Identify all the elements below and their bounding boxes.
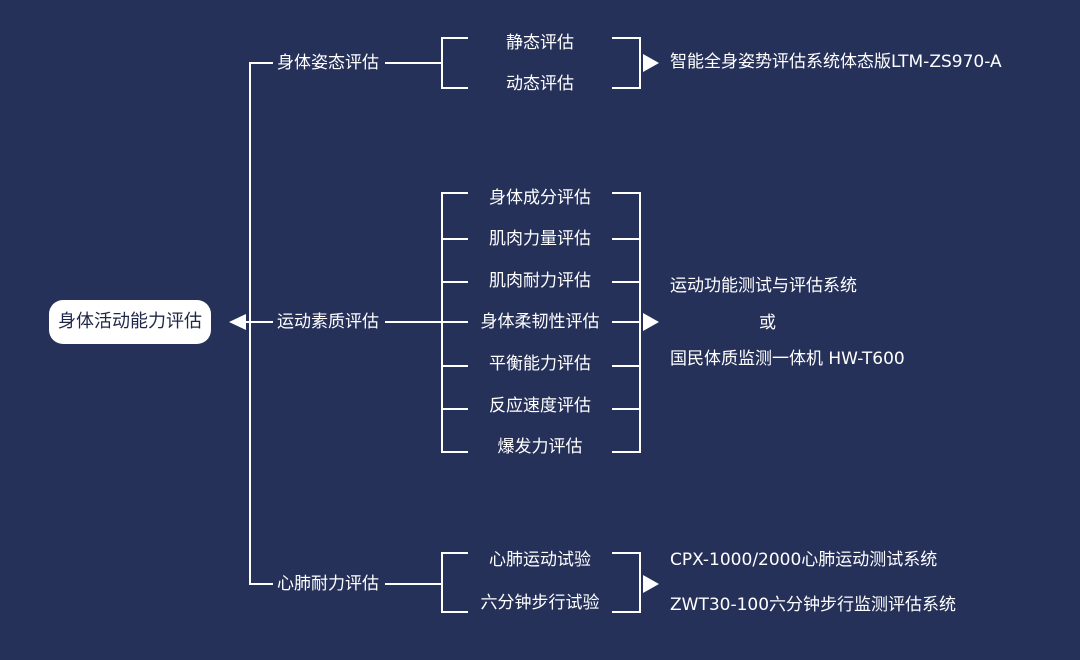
system-fitness-primary: 运动功能测试与评估系统 bbox=[670, 276, 857, 296]
root-node: 身体活动能力评估 bbox=[49, 300, 211, 344]
item-dynamic: 动态评估 bbox=[506, 74, 574, 94]
system-fitness-or: 或 bbox=[759, 313, 776, 333]
branch-label-fitness: 运动素质评估 bbox=[277, 312, 379, 332]
item-body-composition: 身体成分评估 bbox=[489, 188, 591, 208]
branch1-left-bracket bbox=[441, 37, 468, 89]
item-muscle-strength: 肌肉力量评估 bbox=[489, 229, 591, 249]
system-posture: 智能全身姿势评估系统体态版LTM-ZS970-A bbox=[670, 52, 1002, 72]
branch-label-posture: 身体姿态评估 bbox=[277, 53, 379, 73]
branch2-left-ticks bbox=[442, 238, 468, 410]
branch1-right-bracket bbox=[612, 37, 641, 89]
system-cpx: CPX-1000/2000心肺运动测试系统 bbox=[670, 550, 938, 570]
item-6mwt: 六分钟步行试验 bbox=[480, 593, 600, 613]
branch3-right-bracket bbox=[612, 552, 641, 613]
trunk-bracket bbox=[249, 62, 273, 585]
item-cpet: 心肺运动试验 bbox=[489, 550, 591, 570]
system-fitness-alt: 国民体质监测一体机 HW-T600 bbox=[670, 349, 905, 369]
branch3-left-bracket bbox=[441, 552, 468, 613]
item-static: 静态评估 bbox=[506, 33, 574, 53]
branch2-arrow-icon bbox=[643, 313, 659, 331]
branch3-arrow-icon bbox=[643, 575, 659, 593]
item-flexibility: 身体柔韧性评估 bbox=[480, 312, 600, 332]
root-arrow-icon bbox=[229, 314, 246, 330]
item-balance: 平衡能力评估 bbox=[489, 354, 591, 374]
branch2-right-ticks bbox=[612, 238, 640, 410]
item-explosive-power: 爆发力评估 bbox=[497, 437, 583, 457]
branch1-arrow-icon bbox=[643, 54, 659, 72]
system-zwt: ZWT30-100六分钟步行监测评估系统 bbox=[670, 595, 957, 615]
item-reaction-speed: 反应速度评估 bbox=[489, 396, 591, 416]
branch-label-cardio: 心肺耐力评估 bbox=[277, 574, 379, 594]
item-muscle-endurance: 肌肉耐力评估 bbox=[489, 271, 591, 291]
